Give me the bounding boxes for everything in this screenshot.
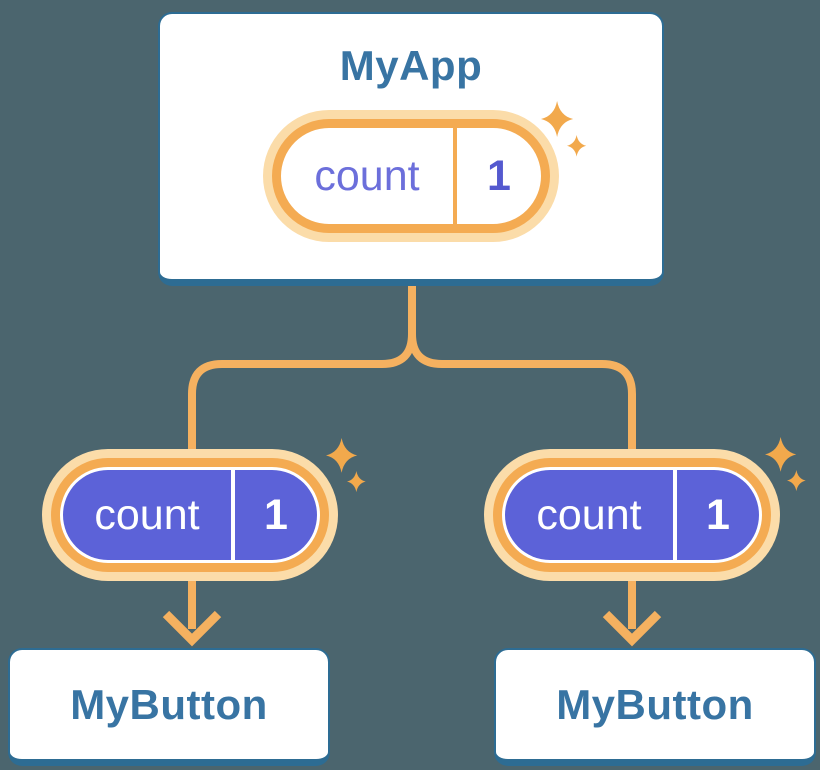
state-pill-root: count 1 (263, 110, 559, 242)
state-name-cell: count (63, 470, 231, 560)
state-pill-core: count 1 (505, 470, 759, 560)
state-value-cell: 1 (677, 470, 759, 560)
state-name: count (94, 490, 200, 539)
state-value-cell: 1 (235, 470, 317, 560)
component-title-myapp: MyApp (339, 42, 483, 89)
edge-root-to-right (408, 284, 636, 629)
pill-divider (673, 470, 677, 560)
state-pill-core: count 1 (63, 470, 317, 560)
pill-divider (453, 128, 457, 224)
state-value: 1 (487, 151, 511, 200)
state-pill-ring: count 1 (493, 458, 771, 572)
state-name: count (314, 151, 420, 200)
arrowhead-right-icon (602, 610, 662, 647)
state-pill-ring: count 1 (51, 458, 329, 572)
state-value: 1 (706, 490, 730, 539)
component-card-mybutton-right: MyButton (494, 648, 816, 766)
state-value-cell: 1 (457, 128, 541, 224)
state-pill-child-right: count 1 (484, 449, 780, 581)
component-title-mybutton-left: MyButton (70, 680, 268, 728)
component-title-mybutton-right: MyButton (556, 680, 754, 728)
state-pill-child-left: count 1 (42, 449, 338, 581)
state-pill-ring: count 1 (272, 119, 550, 233)
pill-divider (231, 470, 235, 560)
state-name: count (536, 490, 642, 539)
arrowhead-left-icon (162, 610, 222, 647)
state-value: 1 (264, 490, 288, 539)
component-card-mybutton-left: MyButton (8, 648, 330, 766)
state-name-cell: count (281, 128, 453, 224)
state-name-cell: count (505, 470, 673, 560)
